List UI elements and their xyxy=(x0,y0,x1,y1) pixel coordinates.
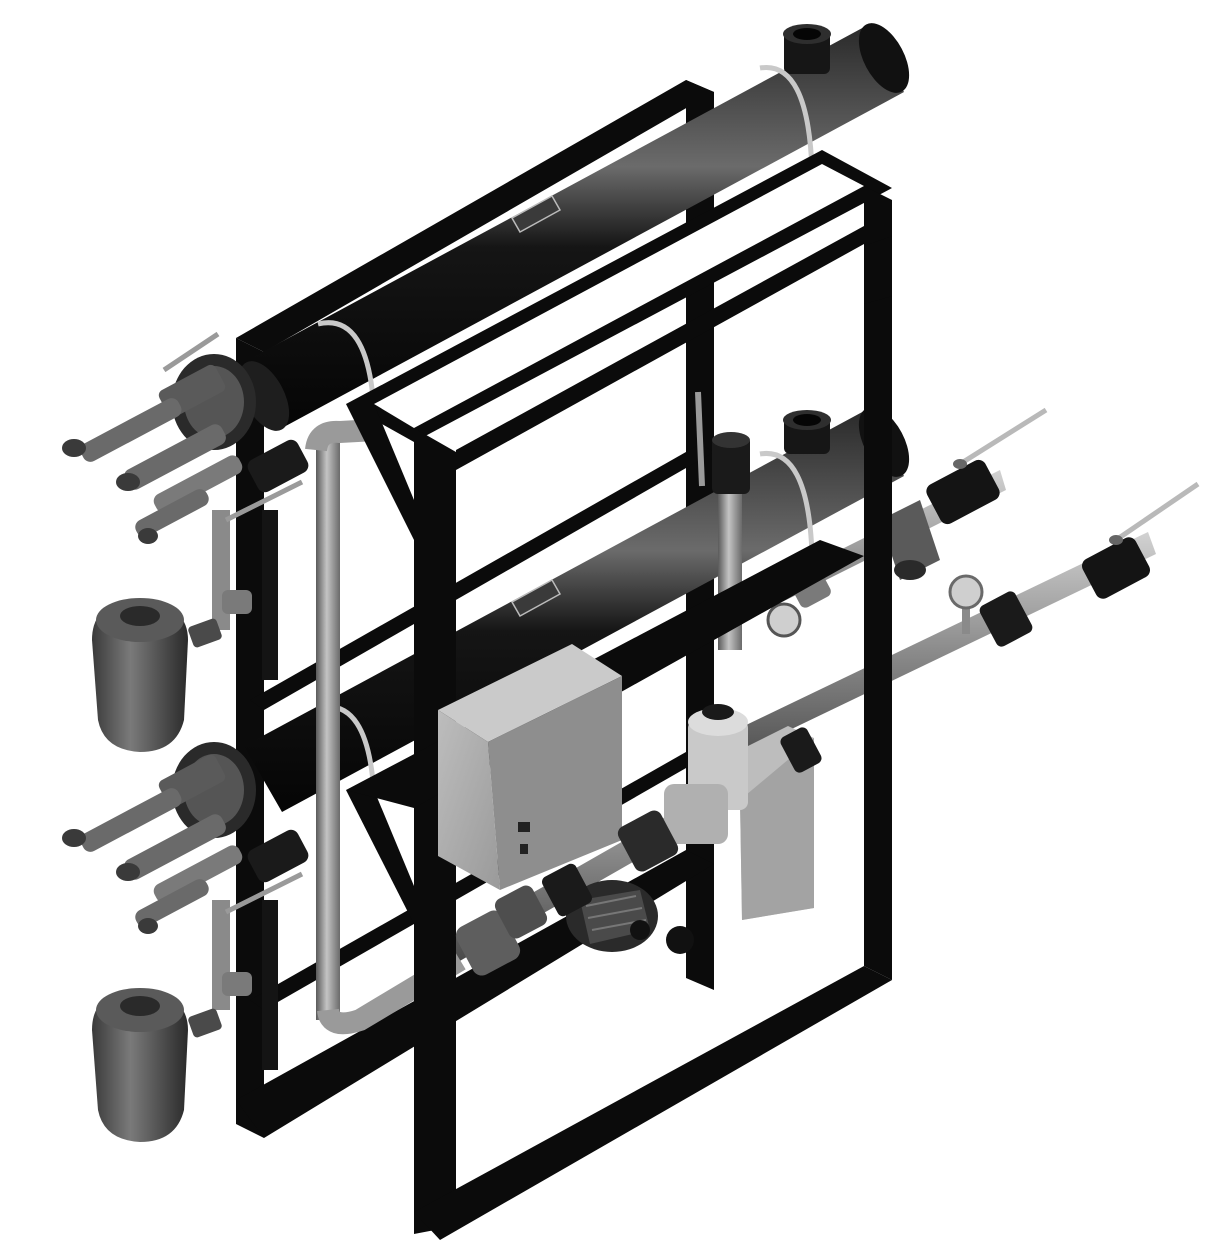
valve-handle-icon xyxy=(1114,481,1200,543)
pressure-gauge-icon xyxy=(948,574,984,610)
indicator-light-icon xyxy=(518,822,530,832)
nameplate-icon xyxy=(510,578,562,618)
strap-icon xyxy=(759,64,815,171)
inlet-valve xyxy=(926,407,1048,525)
valve-handle-icon xyxy=(162,331,220,373)
lower-lamp-connectors xyxy=(62,754,309,1070)
inlet-strainer xyxy=(880,500,940,580)
pipe-unions xyxy=(455,727,822,976)
upper-lamp-connectors xyxy=(62,331,309,680)
upper-drain-strainer xyxy=(92,598,222,752)
strap-icon xyxy=(317,320,377,411)
outlet-valve xyxy=(948,481,1200,647)
switch-icon xyxy=(520,844,528,854)
strap-icon xyxy=(759,450,815,555)
control-panel-enclosure xyxy=(438,644,622,890)
circulation-pump xyxy=(542,810,694,954)
pump-motor xyxy=(664,704,814,920)
lower-drain-strainer xyxy=(92,988,222,1142)
nameplate-icon xyxy=(510,194,562,234)
valve-handle-icon xyxy=(958,407,1048,467)
pressure-gauge-icon xyxy=(766,602,802,638)
